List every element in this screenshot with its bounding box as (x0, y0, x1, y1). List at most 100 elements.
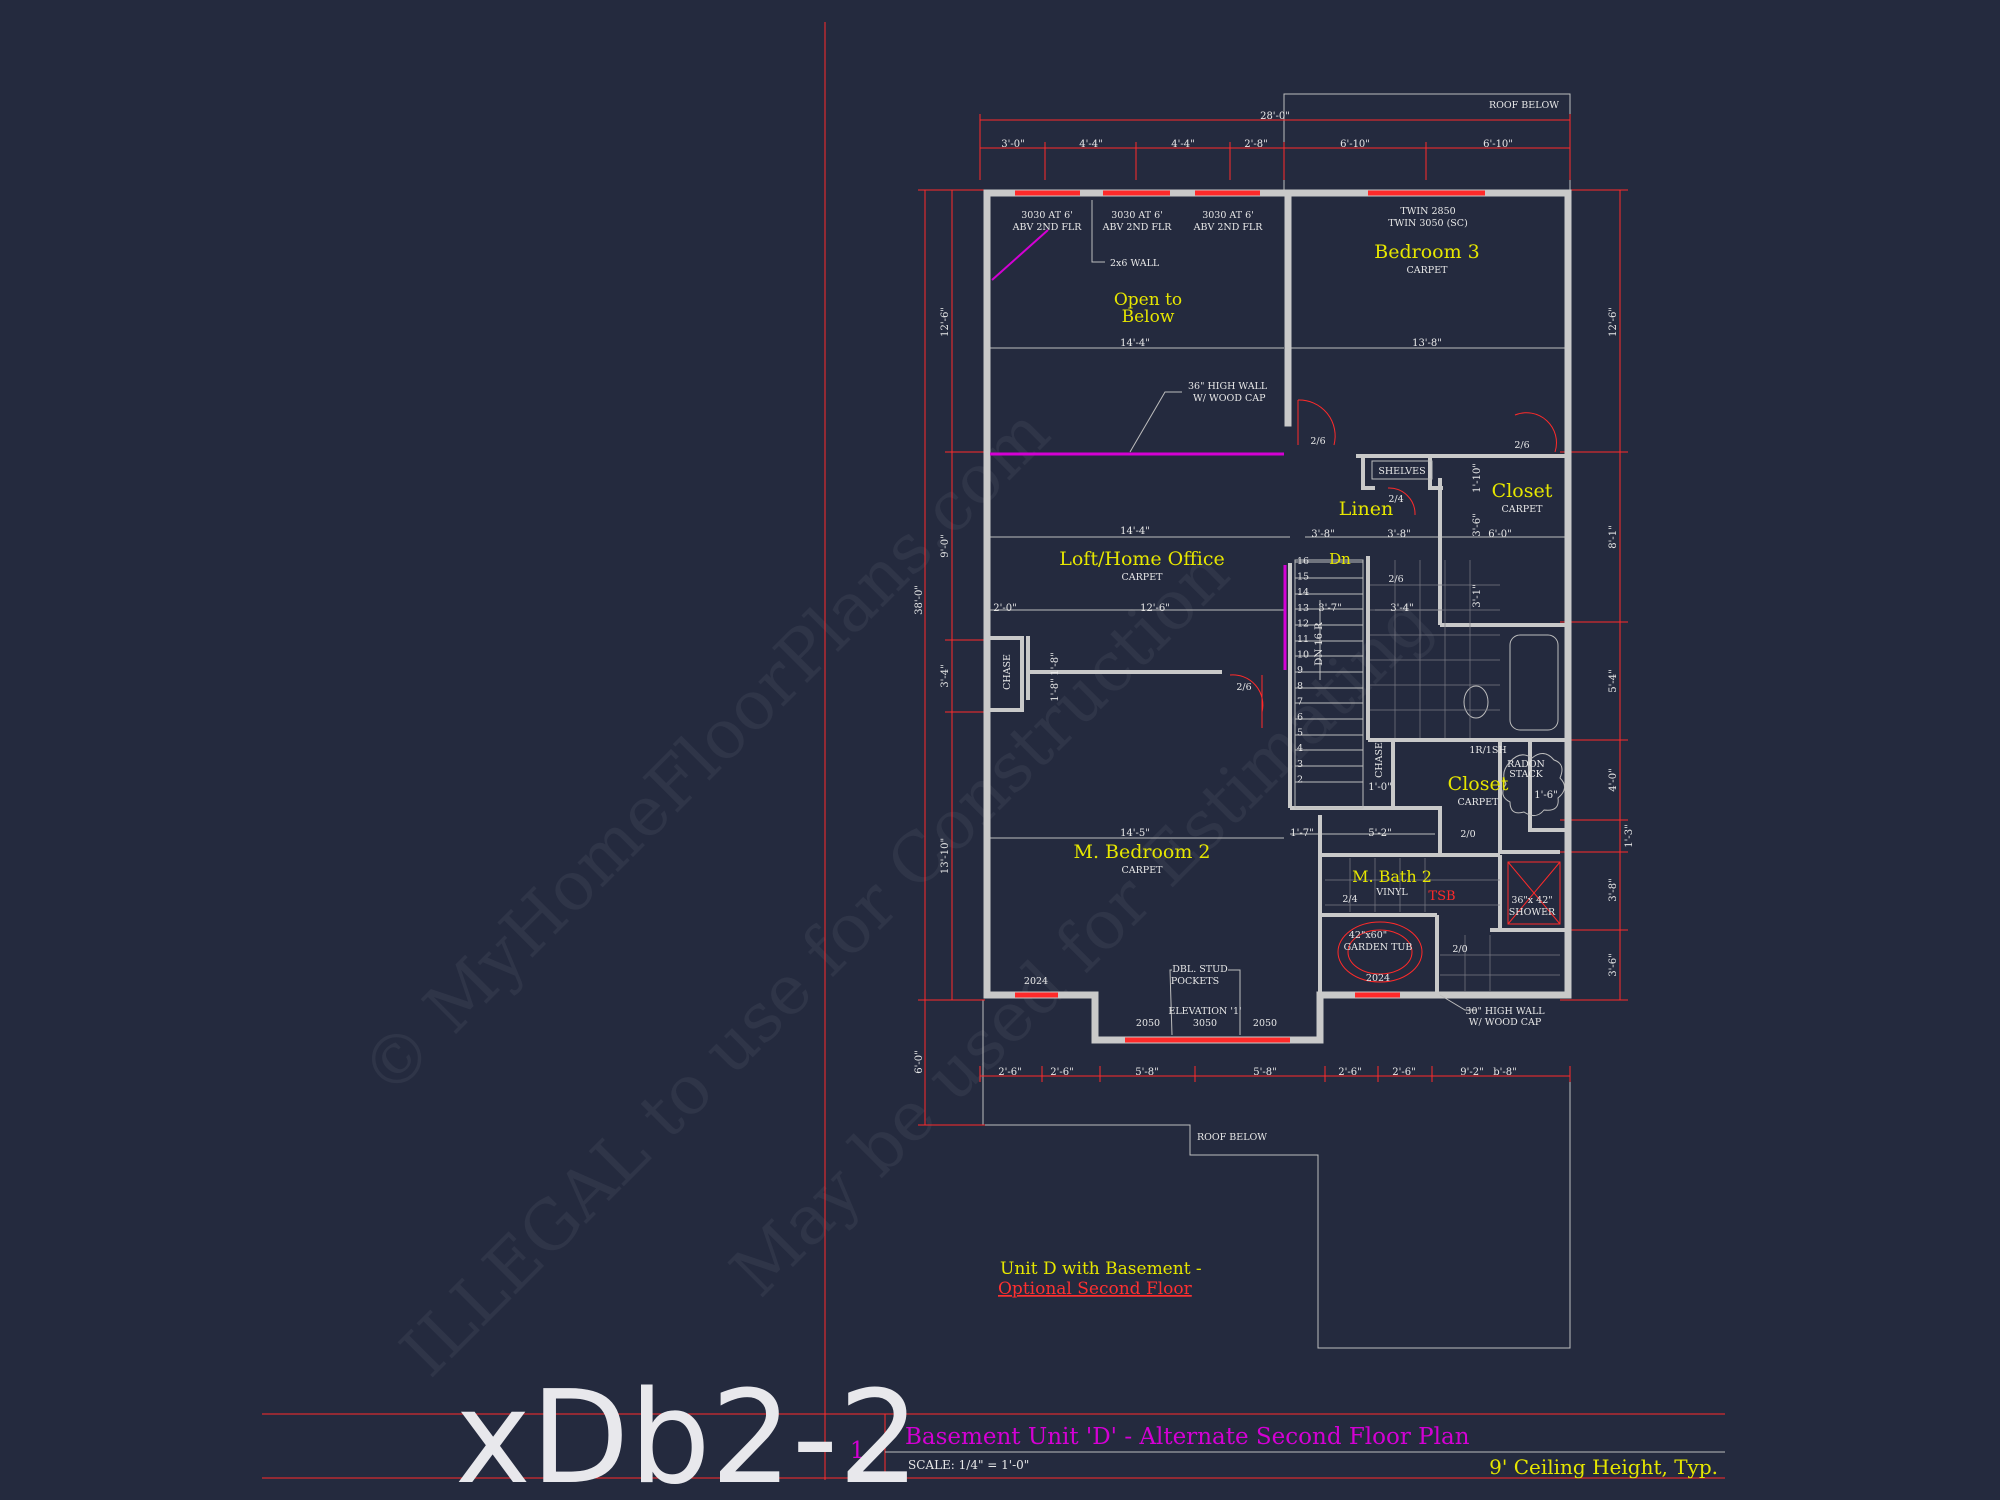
windows (1015, 190, 1485, 1043)
dim-top-4: 2'-8" (1244, 139, 1267, 150)
bath-fixtures (1337, 634, 1561, 983)
dim-right-1: 12'-6" (1608, 307, 1619, 337)
door-label-3: 2/4 (1388, 494, 1403, 505)
note-radon-1: RADON (1507, 759, 1545, 770)
stair-step-number: 2 (1297, 774, 1303, 785)
dim-right-7: 3'-6" (1608, 953, 1619, 976)
door-swings (1229, 399, 1557, 728)
room-label-closet-lower: Closet (1448, 773, 1509, 795)
note-tub-1: 42"x60" (1349, 930, 1387, 941)
room-label-loft: Loft/Home Office (1059, 548, 1224, 570)
note-2x6-wall: 2x6 WALL (1110, 258, 1160, 269)
interior-walls (988, 189, 1568, 995)
note-shower-2: SHOWER (1509, 907, 1556, 918)
door-label-4: 2/6 (1388, 574, 1403, 585)
door-label-8: 2/0 (1452, 944, 1467, 955)
note-window-1-b: ABV 2ND FLR (1012, 222, 1083, 233)
dim-left-3: 3'-4" (940, 664, 951, 687)
stair-step-number: 16 (1297, 556, 1309, 567)
dim-left-5: 6'-0" (914, 1050, 925, 1073)
note-30in-wall-2: W/ WOOD CAP (1469, 1017, 1542, 1028)
stair-step-number: 3 (1297, 759, 1303, 770)
door-label-2: 2/6 (1514, 440, 1529, 451)
note-window-3-a: 3030 AT 6' (1202, 210, 1254, 221)
floor-label-loft: CARPET (1122, 572, 1164, 583)
leader-2x6-wall (1091, 200, 1105, 263)
radon-stack-cloud (1502, 753, 1565, 816)
stair-step-number: 4 (1297, 743, 1303, 754)
dim-bottom-4: 5'-8" (1253, 1067, 1276, 1078)
drawing-scale: SCALE: 1/4" = 1'-0" (908, 1458, 1029, 1472)
sheet-label: xDb2-2 (455, 1364, 920, 1500)
room-label-master-bath: M. Bath 2 (1352, 867, 1432, 886)
watermark-line-1: © MyHomeFloorPlans.com (346, 393, 1065, 1112)
note-elevation-1: ELEVATION '1' (1168, 1006, 1241, 1017)
dim-radon: 1'-6" (1534, 790, 1557, 801)
note-stud-1: DBL. STUD (1172, 964, 1228, 975)
tile-grid (1325, 560, 1560, 992)
dim-left-total: 38'-0" (914, 585, 925, 615)
dim-left-2: 9'-0" (940, 534, 951, 557)
stair-step-number: 5 (1297, 728, 1303, 739)
stair-step-number: 11 (1297, 634, 1309, 645)
drawing-number: 1 (850, 1438, 865, 1464)
bottom-dimensions: 2'-6" 2'-6" 5'-8" 5'-8" 2'-6" 2'-6" 9'-2… (979, 1066, 1571, 1082)
note-chase-1: CHASE (1002, 654, 1013, 690)
note-30in-wall-1: 30" HIGH WALL (1465, 1006, 1545, 1017)
dim-top-3: 4'-4" (1171, 139, 1194, 150)
note-high-wall-2: W/ WOOD CAP (1193, 393, 1266, 404)
note-window-2050-a: 2050 (1136, 1018, 1160, 1029)
caption-line-2: Optional Second Floor (998, 1279, 1193, 1299)
note-1r-1sh: 1R/1SH (1469, 745, 1506, 756)
dim-bath-width: 3'-4" (1390, 603, 1413, 614)
dim-chase-v2: 1'-8" (1050, 678, 1061, 701)
dim-total-width: 28'-0" (1260, 111, 1290, 122)
dim-linen-1: 3'-8" (1311, 529, 1334, 540)
dim-right-4: 4'-0" (1608, 768, 1619, 791)
leader-stud-left (1169, 969, 1173, 1036)
dim-linen-2: 3'-8" (1387, 529, 1410, 540)
note-window-2024: 2024 (1024, 976, 1048, 987)
dim-top-1: 3'-0" (1001, 139, 1024, 150)
note-high-wall-1: 36" HIGH WALL (1188, 381, 1268, 392)
note-shower-1: 36"x 42" (1511, 895, 1552, 906)
door-label-7: 2/4 (1342, 894, 1357, 905)
room-label-master-bedroom: M. Bedroom 2 (1073, 841, 1210, 863)
stair-step-number: 15 (1297, 572, 1309, 583)
note-stud-2: POCKETS (1171, 976, 1219, 987)
room-label-linen: Linen (1339, 498, 1393, 520)
watermark: © MyHomeFloorPlans.com ILLEGAL to use fo… (346, 393, 1447, 1392)
door-label-5: 2/6 (1236, 682, 1251, 693)
stair-direction-label: DN 16 R (1314, 622, 1325, 666)
dim-closet-v1: 1'-10" (1472, 463, 1483, 493)
stair-step-number: 7 (1297, 696, 1303, 707)
note-tub-window: 2024 (1366, 973, 1390, 984)
label-below: Below (1122, 307, 1175, 327)
dim-1-7: 1'-7" (1290, 828, 1313, 839)
stair-step-number: 6 (1297, 712, 1303, 723)
note-twin-window-1: TWIN 2850 (1400, 206, 1455, 217)
floor-label-master-bedroom: CARPET (1122, 865, 1164, 876)
dim-right-3: 5'-4" (1608, 669, 1619, 692)
dim-closet-width: 6'-0" (1488, 529, 1511, 540)
dim-closet-v3: 3'-1" (1472, 584, 1483, 607)
dim-top-2: 4'-4" (1079, 139, 1102, 150)
note-shelves: SHELVES (1378, 466, 1425, 477)
interior-dimension-lines (985, 347, 1565, 839)
leader-stud-right (1228, 969, 1241, 1035)
leader-high-wall (1129, 391, 1182, 453)
drawing-title: Basement Unit 'D' - Alternate Second Flo… (905, 1424, 1470, 1450)
dim-chase-v1: 1'-8" (1050, 652, 1061, 675)
stair-step-number: 12 (1297, 618, 1309, 629)
floor-label-closet-lower: CARPET (1458, 797, 1500, 808)
stair-step-number: 14 (1297, 587, 1309, 598)
caption-line-1: Unit D with Basement - (1000, 1259, 1202, 1279)
leader-30in-wall (1439, 994, 1476, 1011)
note-tsb: TSB (1428, 889, 1455, 904)
dim-right-6: 3'-8" (1608, 878, 1619, 901)
note-twin-window-2: TWIN 3050 (SC) (1388, 218, 1468, 229)
stair-step-number: 10 (1297, 650, 1309, 661)
dim-5-2: 5'-2" (1368, 828, 1391, 839)
